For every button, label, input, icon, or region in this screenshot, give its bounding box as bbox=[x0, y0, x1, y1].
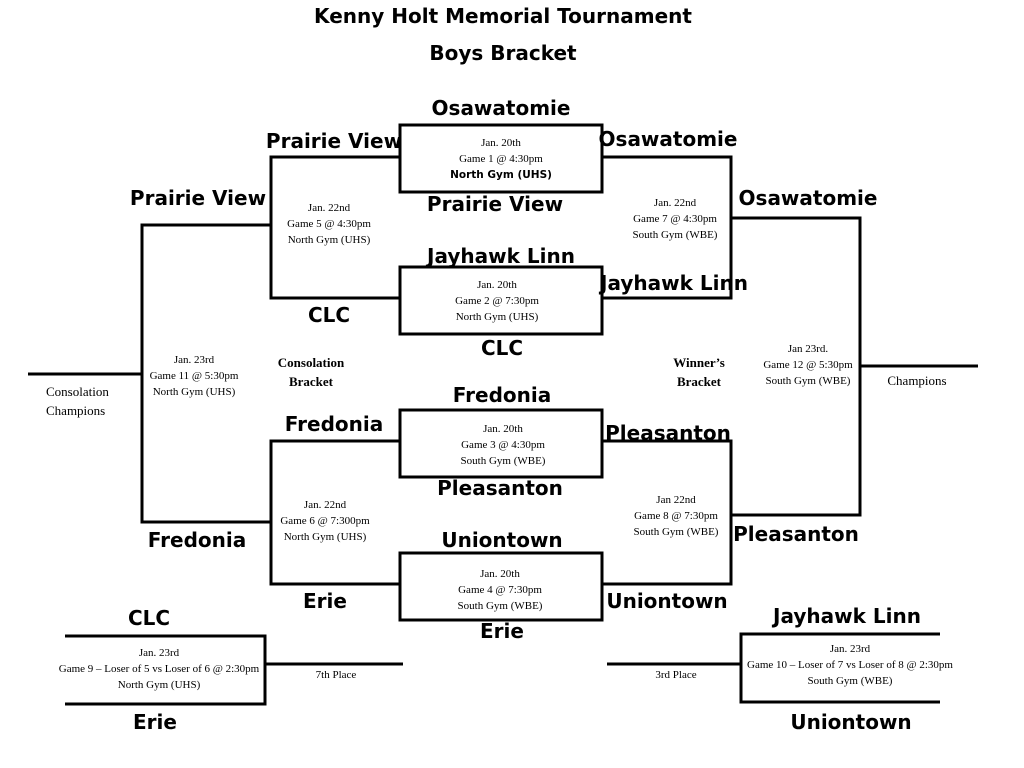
team-jayhawk-linn-g7: Jayhawk Linn bbox=[600, 271, 748, 295]
game7-venue: South Gym (WBE) bbox=[632, 229, 718, 241]
team-jayhawk-linn-g2: Jayhawk Linn bbox=[427, 244, 575, 268]
game4-box bbox=[398, 551, 604, 622]
team-erie-g6: Erie bbox=[303, 589, 347, 613]
game6-connector bbox=[269, 439, 400, 586]
game1-time: Game 1 @ 4:30pm bbox=[459, 153, 543, 165]
consolation-bracket-label: Consolation Bracket bbox=[278, 353, 344, 391]
game3-date: Jan. 20th bbox=[483, 423, 523, 435]
champions-label: Champions bbox=[887, 373, 947, 388]
game1-date: Jan. 20th bbox=[481, 137, 521, 149]
game5-info: Jan. 22nd Game 5 @ 4:30pm North Gym (UHS… bbox=[287, 200, 371, 248]
game10-venue: South Gym (WBE) bbox=[807, 675, 893, 687]
game10-date: Jan. 23rd bbox=[829, 643, 871, 655]
game2-date: Jan. 20th bbox=[477, 279, 517, 291]
game2-info: Jan. 20th Game 2 @ 7:30pm North Gym (UHS… bbox=[455, 277, 539, 325]
page-title: Kenny Holt Memorial Tournament bbox=[314, 4, 692, 28]
game7-info: Jan. 22nd Game 7 @ 4:30pm South Gym (WBE… bbox=[633, 195, 718, 243]
team-pleasanton-g8: Pleasanton bbox=[605, 421, 731, 445]
team-clc-g9: CLC bbox=[127, 606, 171, 630]
game12-time: Game 12 @ 5:30pm bbox=[763, 359, 853, 371]
game10-connector bbox=[739, 632, 940, 704]
team-uniontown-g8: Uniontown bbox=[606, 589, 728, 613]
game5-time: Game 5 @ 4:30pm bbox=[287, 218, 371, 230]
consolation-bracket-label-line1: Consolation bbox=[277, 355, 345, 370]
game7-time: Game 7 @ 4:30pm bbox=[633, 213, 717, 225]
team-uniontown-g4: Uniontown bbox=[441, 528, 563, 552]
consolation-bracket-label-line2: Bracket bbox=[288, 374, 334, 389]
game3-box bbox=[398, 408, 604, 479]
game4-date: Jan. 20th bbox=[480, 568, 520, 580]
team-osawatomie-g12: Osawatomie bbox=[738, 186, 878, 210]
game9-info: Jan. 23rd Game 9 – Loser of 5 vs Loser o… bbox=[59, 645, 259, 693]
game6-venue: North Gym (UHS) bbox=[283, 531, 367, 543]
game11-date: Jan. 23rd bbox=[173, 354, 215, 366]
game9-connector bbox=[65, 634, 267, 706]
game7-date: Jan. 22nd bbox=[653, 197, 697, 209]
game1-info: Jan. 20th Game 1 @ 4:30pm North Gym (UHS… bbox=[450, 135, 552, 183]
game4-time: Game 4 @ 7:30pm bbox=[458, 584, 542, 596]
game3-time: Game 3 @ 4:30pm bbox=[461, 439, 545, 451]
game8-info: Jan 22nd Game 8 @ 7:30pm South Gym (WBE) bbox=[634, 492, 719, 540]
team-clc-g2: CLC bbox=[480, 336, 524, 360]
team-prairie-view-g11: Prairie View bbox=[129, 186, 267, 210]
game2-time: Game 2 @ 7:30pm bbox=[455, 295, 539, 307]
winners-bracket-label-line2: Bracket bbox=[676, 374, 722, 389]
game5-date: Jan. 22nd bbox=[307, 202, 351, 214]
team-erie-g4: Erie bbox=[480, 619, 524, 643]
game9-venue: North Gym (UHS) bbox=[117, 679, 201, 691]
winners-bracket-label: Winner’s Bracket bbox=[673, 353, 725, 391]
game2-venue: North Gym (UHS) bbox=[455, 311, 539, 323]
game5-venue: North Gym (UHS) bbox=[287, 234, 371, 246]
team-osawatomie-g7: Osawatomie bbox=[598, 127, 738, 151]
team-fredonia-g11: Fredonia bbox=[147, 528, 247, 552]
winners-bracket-label-line1: Winner’s bbox=[673, 355, 725, 370]
seventh-place-label: 7th Place bbox=[315, 669, 357, 681]
team-pleasanton-g12: Pleasanton bbox=[733, 522, 859, 546]
game10-time: Game 10 – Loser of 7 vs Loser of 8 @ 2:3… bbox=[747, 659, 953, 671]
consolation-champions-label-line1: Consolation bbox=[46, 384, 109, 399]
game12-info: Jan 23rd. Game 12 @ 5:30pm South Gym (WB… bbox=[763, 341, 852, 389]
game3-info: Jan. 20th Game 3 @ 4:30pm South Gym (WBE… bbox=[461, 421, 546, 469]
game8-time: Game 8 @ 7:30pm bbox=[634, 510, 718, 522]
game6-time: Game 6 @ 7:300pm bbox=[280, 515, 370, 527]
team-osawatomie-g1: Osawatomie bbox=[431, 96, 571, 120]
consolation-champions-label-line2: Champions bbox=[46, 403, 106, 418]
game3-venue: South Gym (WBE) bbox=[460, 455, 546, 467]
game11-info: Jan. 23rd Game 11 @ 5:30pm North Gym (UH… bbox=[150, 352, 239, 400]
consolation-champions-label: Consolation Champions bbox=[46, 382, 109, 420]
game9-date: Jan. 23rd bbox=[138, 647, 180, 659]
game11-time: Game 11 @ 5:30pm bbox=[149, 370, 239, 382]
game8-connector bbox=[602, 439, 733, 586]
team-uniontown-g10: Uniontown bbox=[790, 710, 912, 734]
game6-date: Jan. 22nd bbox=[303, 499, 347, 511]
game12-date: Jan 23rd. bbox=[787, 343, 829, 355]
game11-venue: North Gym (UHS) bbox=[152, 386, 236, 398]
third-place-label: 3rd Place bbox=[655, 669, 697, 681]
team-erie-g9: Erie bbox=[133, 710, 177, 734]
game6-info: Jan. 22nd Game 6 @ 7:300pm North Gym (UH… bbox=[280, 497, 369, 545]
page-subtitle: Boys Bracket bbox=[429, 41, 577, 65]
team-fredonia-g6: Fredonia bbox=[284, 412, 384, 436]
team-prairie-view-g1: Prairie View bbox=[426, 192, 564, 216]
team-jayhawk-linn-g10: Jayhawk Linn bbox=[773, 604, 921, 628]
game5-connector bbox=[269, 155, 400, 300]
game10-info: Jan. 23rd Game 10 – Loser of 7 vs Loser … bbox=[747, 641, 953, 689]
team-clc-g5: CLC bbox=[307, 303, 351, 327]
game8-date: Jan 22nd bbox=[656, 494, 696, 506]
game12-venue: South Gym (WBE) bbox=[765, 375, 851, 387]
game4-info: Jan. 20th Game 4 @ 7:30pm South Gym (WBE… bbox=[458, 566, 543, 614]
game2-box bbox=[398, 265, 604, 336]
team-pleasanton-g3: Pleasanton bbox=[437, 476, 563, 500]
team-prairie-view-g5: Prairie View bbox=[265, 129, 403, 153]
game9-time: Game 9 – Loser of 5 vs Loser of 6 @ 2:30… bbox=[58, 663, 260, 675]
game8-venue: South Gym (WBE) bbox=[633, 526, 719, 538]
game1-venue: North Gym (UHS) bbox=[450, 169, 552, 181]
game4-venue: South Gym (WBE) bbox=[457, 600, 543, 612]
team-fredonia-g3: Fredonia bbox=[452, 383, 552, 407]
game7-connector bbox=[602, 155, 733, 300]
